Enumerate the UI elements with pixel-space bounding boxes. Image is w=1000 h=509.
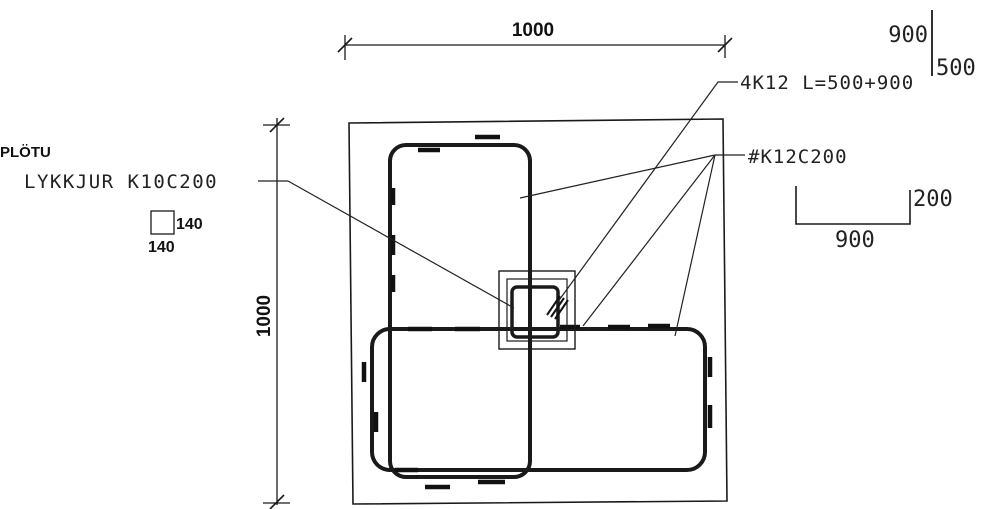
left-dimension: 1000: [254, 117, 290, 509]
bar-shape-2-line: [795, 186, 911, 225]
section-square-icon: [150, 210, 175, 235]
section-width-text: 140: [176, 216, 203, 233]
leader-mesh-1: [519, 154, 716, 199]
leader-corner-bars: [556, 81, 738, 304]
top-dimension-left-slash: [337, 37, 353, 53]
top-dimension: 1000: [337, 20, 733, 60]
top-dimension-text: 1000: [512, 20, 554, 41]
left-dimension-text: 1000: [254, 295, 275, 337]
horizontal-rebar-loop: [370, 327, 707, 472]
plate-title: PLÖTU: [0, 144, 51, 161]
leader-stirrups: [287, 180, 515, 309]
column-stirrup: [510, 285, 560, 339]
bar-shape-2-horizontal: 900: [835, 228, 875, 253]
column-outer-square: [498, 270, 576, 350]
top-dimension-right-slash: [717, 37, 733, 53]
column-inner-square: [506, 278, 568, 342]
bar-shape-1-vertical: 500: [936, 56, 976, 81]
mesh-label: #K12C200: [748, 146, 848, 168]
leader-lines: [258, 81, 745, 337]
stirrup-hook-marks: [546, 295, 569, 320]
left-dimension-top-slash: [269, 117, 285, 133]
column-section-symbol: 140 140: [148, 210, 203, 256]
corner-bars-label: 4K12 L=500+900: [740, 72, 914, 94]
bar-shape-1-horizontal: 900: [888, 23, 928, 48]
leader-mesh-3: [674, 154, 716, 337]
section-depth-text: 140: [148, 239, 175, 256]
left-dimension-bottom-slash: [269, 494, 285, 509]
leader-mesh-2: [582, 154, 716, 327]
bar-shape-1: 900 500: [888, 10, 976, 81]
vertical-rebar-loop: [388, 143, 532, 479]
stirrups-label: LYKKJUR K10C200: [24, 171, 218, 193]
dashed-bar-segments: [361, 134, 713, 490]
bar-shape-2-vertical: 200: [913, 187, 953, 212]
plate-outline: [348, 118, 728, 505]
bar-shape-2: 200 900: [795, 186, 953, 253]
